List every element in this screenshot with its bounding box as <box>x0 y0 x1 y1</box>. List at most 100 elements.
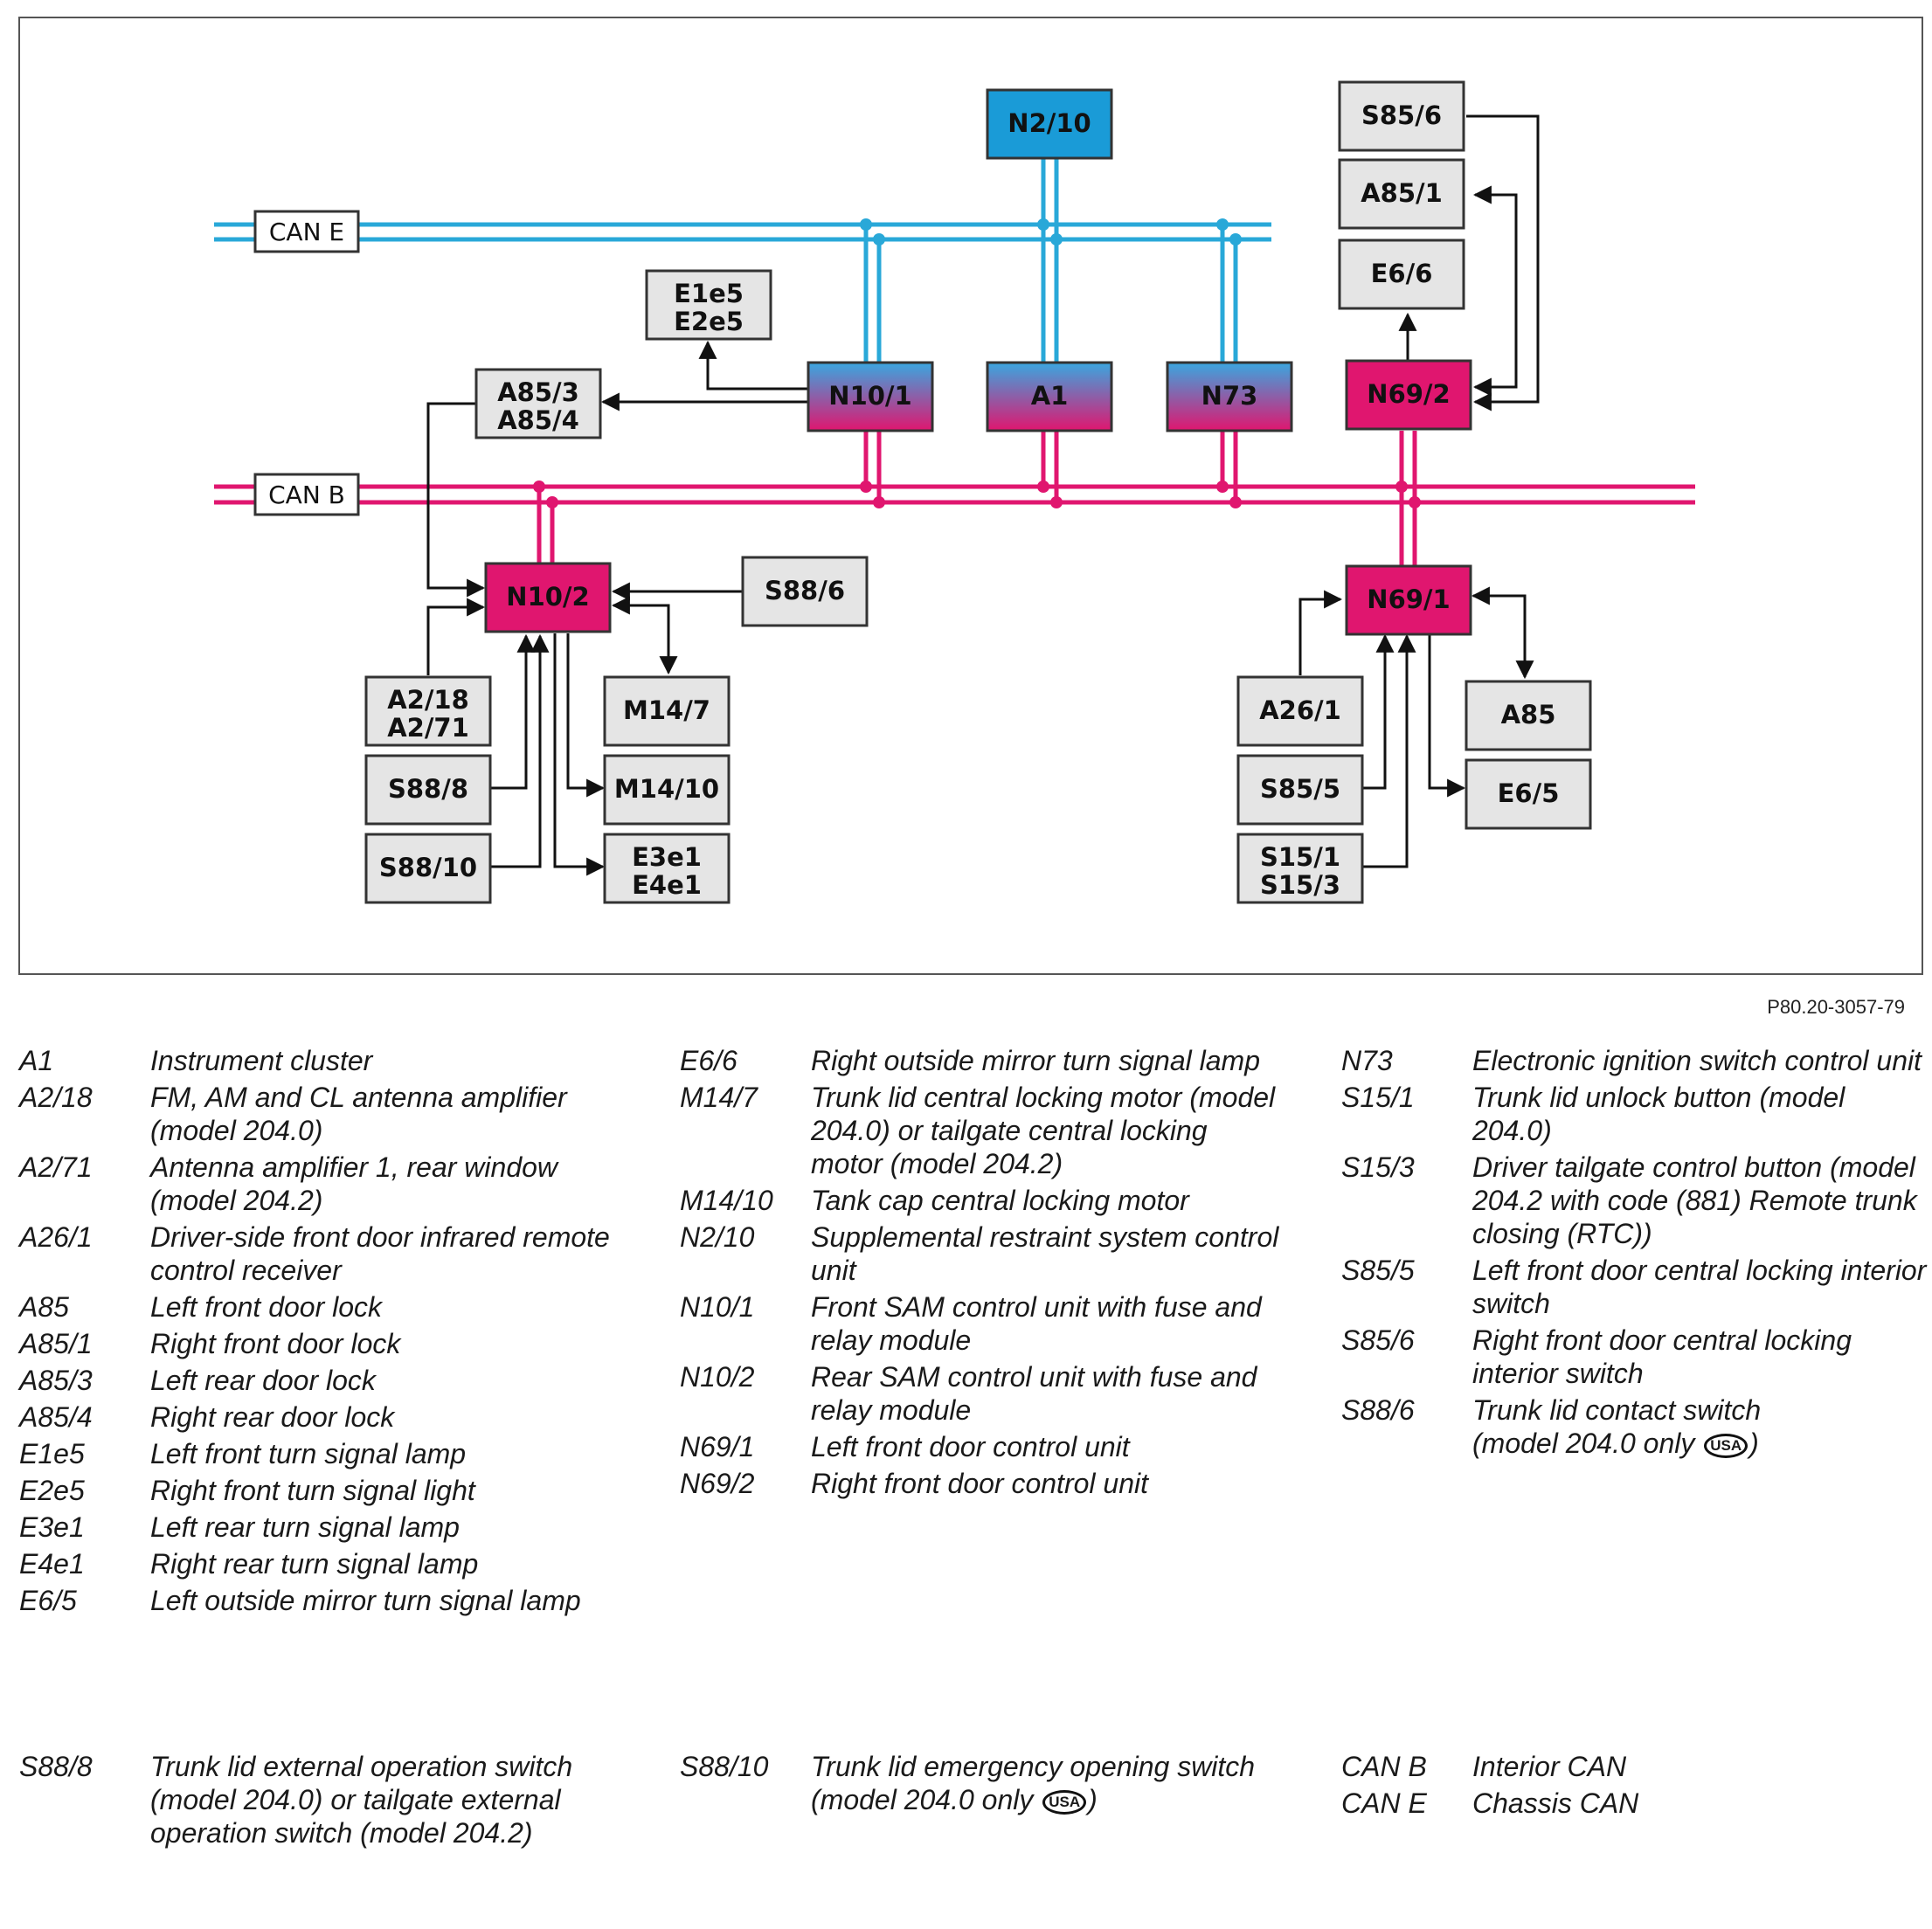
legend-code: M14/10 <box>680 1185 773 1216</box>
module-m14-7-box <box>603 675 731 747</box>
legend-desc: Left front turn signal lamp <box>150 1438 467 1469</box>
legend-desc: Left front door lock <box>150 1291 383 1323</box>
module-s15-3: S15/3 <box>1260 870 1340 900</box>
legend-code: E3e1 <box>19 1511 85 1543</box>
legend-desc: Left front door central locking interior… <box>1472 1255 1927 1319</box>
module-e6-6: E6/6 <box>1371 259 1433 288</box>
legend-row: S88/10 Trunk lid emergency opening switch… <box>680 1750 1283 1816</box>
module-n73: N73 <box>1201 381 1258 411</box>
module-e2e5: E2e5 <box>674 307 744 336</box>
legend-row: E1e5 Left front turn signal lamp <box>19 1437 622 1470</box>
module-s85-5-box <box>1236 754 1364 826</box>
can-b-junctions <box>533 481 1421 508</box>
module-m14-10: M14/10 <box>614 774 719 804</box>
can-b-label-box <box>253 473 360 516</box>
module-n10-1: N10/1 <box>828 381 911 411</box>
module-a85: A85 <box>1501 700 1556 729</box>
module-s85-6-box <box>1338 80 1465 152</box>
can-network-diagram: CAN E CAN B N2/10 S85/6 A85/1 E6/6 E1e5 … <box>18 17 1923 975</box>
legend-desc: Trunk lid unlock button (model 204.0) <box>1472 1082 1845 1146</box>
legend-desc: Electronic ignition switch control unit <box>1472 1045 1922 1076</box>
legend-desc: Trunk lid emergency opening switch(model… <box>811 1750 1283 1816</box>
legend-code: S85/5 <box>1341 1255 1415 1286</box>
legend-desc: Trunk lid contact switch(model 204.0 onl… <box>1472 1393 1927 1460</box>
legend-code: E1e5 <box>19 1438 85 1469</box>
legend-desc: Driver tailgate control button (model 20… <box>1472 1151 1917 1249</box>
legend-code: N10/1 <box>680 1291 755 1323</box>
module-a85-4: A85/4 <box>497 405 579 435</box>
module-n69-2-box <box>1345 359 1472 431</box>
legend-desc: Tank cap central locking motor <box>811 1185 1189 1216</box>
module-e3e1-box <box>603 833 731 904</box>
module-s88-8: S88/8 <box>388 774 468 804</box>
can-e-bus <box>214 157 1271 363</box>
legend-code: S88/10 <box>680 1751 769 1782</box>
legend-code: A2/71 <box>19 1151 93 1183</box>
legend-code: E6/6 <box>680 1045 737 1076</box>
can-b-bus <box>214 431 1695 566</box>
module-n10-2-box <box>484 562 612 633</box>
can-b-label: CAN B <box>268 481 345 509</box>
legend-code: A1 <box>19 1045 54 1076</box>
legend-desc-text: ) <box>1088 1784 1098 1815</box>
module-a2-71: A2/71 <box>387 713 469 743</box>
legend-code: N69/2 <box>680 1468 755 1499</box>
module-e1e5: E1e5 <box>674 279 744 308</box>
module-n69-1-box <box>1345 564 1472 636</box>
legend-code: E4e1 <box>19 1548 85 1580</box>
legend-desc: Trunk lid central locking motor (model 2… <box>811 1082 1276 1179</box>
can-e-label-box <box>253 210 360 253</box>
module-n10-2: N10/2 <box>506 582 589 612</box>
legend-desc: Chassis CAN <box>1472 1787 1639 1819</box>
legend-row: A2/71 Antenna amplifier 1, rear window (m… <box>19 1151 622 1217</box>
legend-desc: Interior CAN <box>1472 1751 1627 1782</box>
legend-code: A26/1 <box>19 1221 93 1253</box>
module-m14-10-box <box>603 754 731 826</box>
module-s88-6-box <box>741 556 869 627</box>
legend-desc-text: ) <box>1749 1428 1759 1459</box>
module-a1: A1 <box>1031 381 1069 411</box>
legend-desc: FM, AM and CL antenna amplifier (model 2… <box>150 1082 567 1146</box>
module-n2-10-box <box>986 88 1113 160</box>
legend-desc: Antenna amplifier 1, rear window (model … <box>150 1151 558 1216</box>
legend-desc: Driver-side front door infrared remote c… <box>150 1221 610 1286</box>
module-e4e1: E4e1 <box>632 870 702 900</box>
legend-desc: Left rear turn signal lamp <box>150 1511 460 1543</box>
module-a1-box <box>986 361 1113 432</box>
legend-row: M14/10 Tank cap central locking motor <box>680 1184 1283 1217</box>
module-n10-1-box <box>807 361 934 432</box>
legend-desc: Left outside mirror turn signal lamp <box>150 1585 581 1616</box>
module-m14-7: M14/7 <box>623 695 710 725</box>
module-n69-1: N69/1 <box>1367 584 1450 614</box>
module-n73-box <box>1166 361 1293 432</box>
legend-code: A85 <box>19 1291 69 1323</box>
signal-lines <box>426 114 1540 876</box>
module-e1e5-box <box>645 269 772 341</box>
legend-code: A85/1 <box>19 1328 93 1359</box>
module-a2-18: A2/18 <box>387 685 469 715</box>
legend-desc: Right rear door lock <box>150 1401 395 1433</box>
can-e-label: CAN E <box>269 218 344 246</box>
legend-desc: Instrument cluster <box>150 1045 373 1076</box>
legend-desc: Supplemental restraint system control un… <box>811 1221 1279 1286</box>
legend-desc: Right front door control unit <box>811 1468 1148 1499</box>
usa-icon: USA <box>1704 1433 1748 1458</box>
legend-desc: Right front door central locking interio… <box>1472 1324 1852 1389</box>
legend-row: A1 Instrument cluster <box>19 1044 622 1077</box>
legend-desc: Right front door lock <box>150 1328 401 1359</box>
module-e6-5-box <box>1465 758 1592 830</box>
